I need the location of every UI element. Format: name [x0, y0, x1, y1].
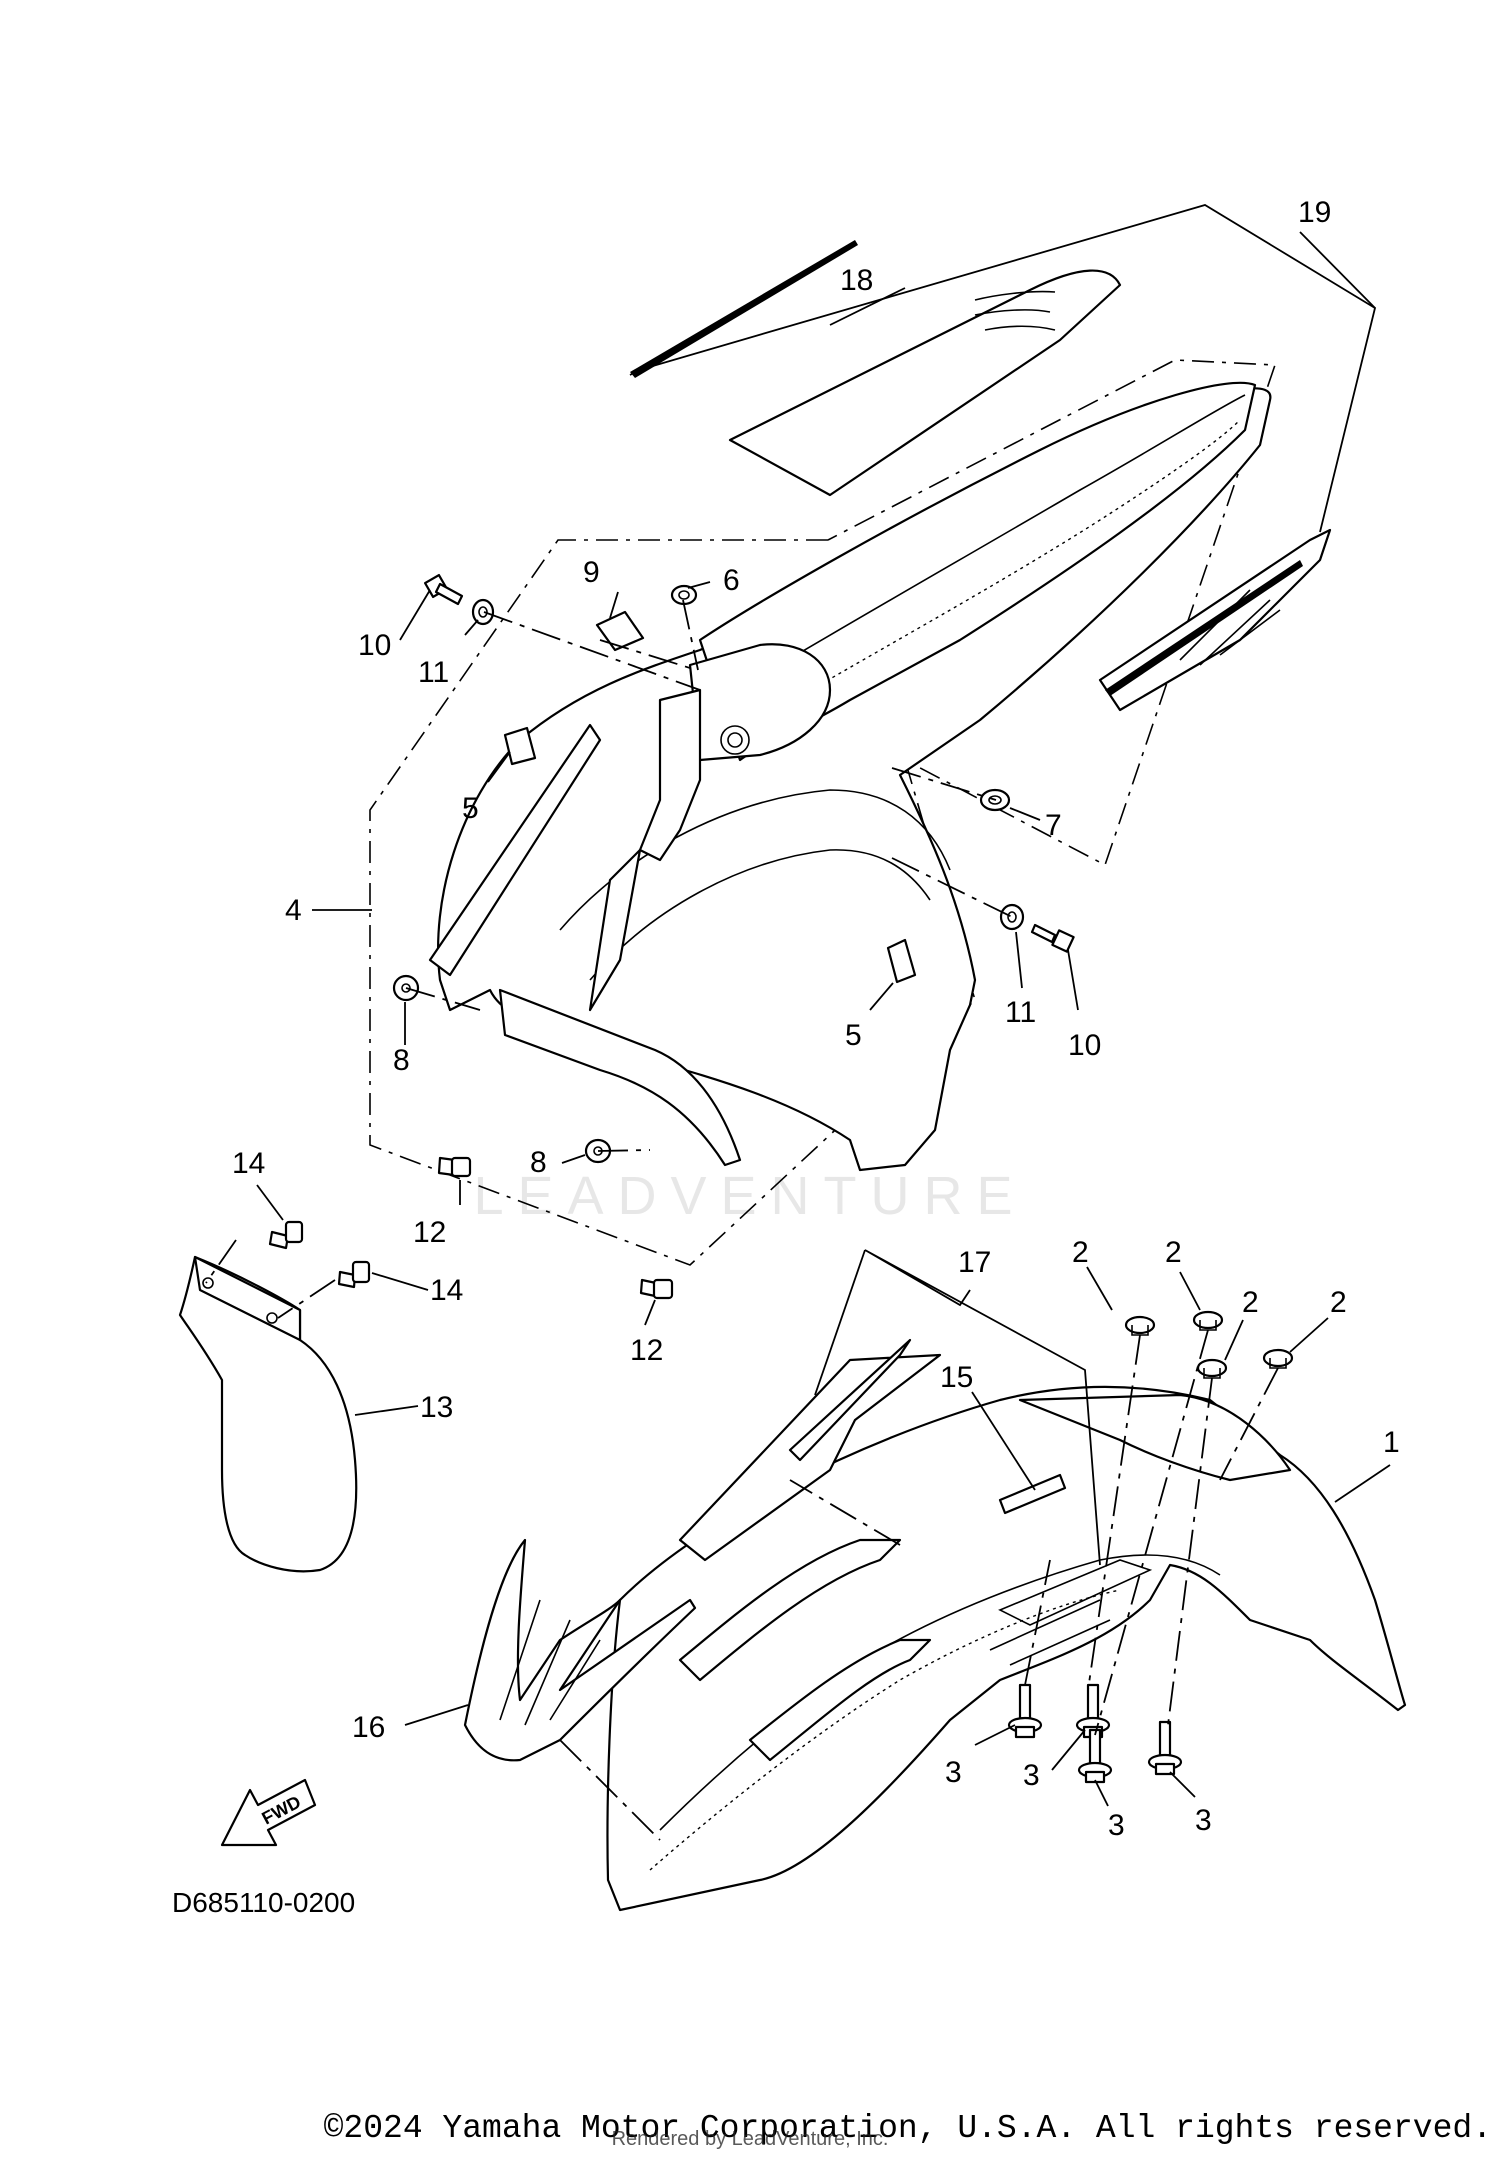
front-decal-16: [463, 1538, 697, 1762]
callout-10b: 10: [1068, 1029, 1101, 1062]
forward-direction-arrow-icon: FWD: [220, 1778, 317, 1847]
clip-5-lower-icon: [886, 938, 917, 984]
callout-11a: 11: [418, 656, 449, 689]
grommet-2-c-icon: [1196, 1358, 1228, 1379]
bolt-14-upper-icon: [268, 1220, 304, 1250]
callout-3a: 3: [945, 1756, 962, 1789]
rear-fender-side-strip: [428, 723, 602, 977]
callout-4: 4: [285, 894, 302, 927]
callout-8b: 8: [530, 1146, 547, 1179]
callout-1: 1: [1383, 1426, 1400, 1459]
seat-decal-18: [629, 240, 1122, 497]
rear-fender-bolt-hole: [720, 725, 750, 755]
grommet-2-b-icon: [1192, 1310, 1224, 1331]
mud-flap-13: [178, 1220, 371, 1573]
front-decal-17: [678, 1338, 942, 1562]
copyright-notice: ©2024 Yamaha Motor Corporation, U.S.A. A…: [323, 2110, 1492, 2147]
callout-13: 13: [420, 1391, 453, 1424]
callout-15: 15: [940, 1361, 973, 1394]
callout-3b: 3: [1023, 1759, 1040, 1792]
callout-2c: 2: [1242, 1286, 1259, 1319]
grommet-2-a-icon: [1124, 1315, 1156, 1336]
bolt-10-right-icon: [1030, 923, 1075, 953]
mud-flap-top-plate: [193, 1255, 302, 1342]
front-decal-17-panel: [788, 1338, 912, 1462]
bolt-12-right-icon: [639, 1278, 674, 1300]
clip-9-icon: [595, 610, 645, 652]
callout-12a: 12: [413, 1216, 446, 1249]
front-decal-17-shape: [678, 1353, 942, 1562]
callout-6: 6: [723, 564, 740, 597]
callout-14a: 14: [232, 1147, 265, 1180]
grommet-2-d-icon: [1262, 1348, 1294, 1369]
mud-flap-hole-left: [202, 1277, 214, 1289]
front-fender-body: [606, 1385, 1407, 1912]
leader-lines: [205, 204, 1391, 1841]
rear-fender-ridge: [719, 394, 1246, 701]
front-decal-claw-icon: [499, 1599, 601, 1726]
callout-2b: 2: [1165, 1236, 1182, 1269]
callout-2d: 2: [1330, 1286, 1347, 1319]
seat-decal-edge-2: [630, 240, 858, 378]
rear-fender-bracket: [638, 688, 702, 862]
callout-8a: 8: [393, 1044, 410, 1077]
bolt-10-upper-icon: [423, 573, 464, 606]
washer-11-right-icon: [999, 903, 1025, 931]
bolt-12-left-icon: [437, 1156, 472, 1178]
callout-10a: 10: [358, 629, 391, 662]
rear-fender-ridge-2: [759, 419, 1241, 721]
callout-11b: 11: [1005, 996, 1036, 1029]
side-decal-19: [1098, 528, 1332, 712]
clip-5-upper-icon: [503, 726, 537, 766]
callout-9: 9: [583, 556, 600, 589]
rear-fender-tail: [698, 381, 1257, 762]
callout-16: 16: [352, 1711, 385, 1744]
rear-fender-assembly: [369, 359, 1277, 1266]
front-fender-decal-15: [998, 1473, 1067, 1515]
assembly-outline-4: [369, 359, 1277, 1266]
callout-19: 19: [1298, 196, 1331, 229]
callout-2a: 2: [1072, 1236, 1089, 1269]
diagram-code: D685110-0200: [172, 1887, 355, 1918]
front-fender-rib-2: [748, 1638, 932, 1762]
callout-5a: 5: [462, 792, 479, 825]
mud-flap-hole-right: [266, 1312, 278, 1324]
front-fender-1: [606, 1385, 1407, 1912]
callout-17: 17: [958, 1246, 991, 1279]
callout-18: 18: [840, 264, 873, 297]
seat-decal-logo-icon: [974, 290, 1056, 331]
bolt-14-lower-icon: [337, 1260, 371, 1289]
front-hardware: [1007, 1310, 1294, 1784]
callout-14b: 14: [430, 1274, 463, 1307]
bolt-3-d-icon: [1147, 1720, 1183, 1776]
rendered-by-credit: Rendered by LeadVenture, Inc.: [611, 2128, 889, 2150]
rear-fender-wheel-well-2: [589, 849, 931, 981]
rear-fender-lower-flap: [498, 988, 742, 1167]
washer-11-upper-icon: [471, 598, 495, 626]
rear-fender-fin: [588, 848, 642, 1012]
front-fender-inner: [659, 1554, 1221, 1831]
side-decal-stripe: [1105, 560, 1303, 696]
callout-labels: 1 2 2 2 2 3 3 3 3 4 5 5 6 7 8 8 9 10 10 …: [232, 196, 1400, 1842]
front-fender-inner-2: [649, 1589, 1121, 1871]
callout-3c: 3: [1108, 1809, 1125, 1842]
callout-3d: 3: [1195, 1804, 1212, 1837]
front-fender-top: [1018, 1393, 1292, 1482]
front-decal-shape: [463, 1538, 697, 1762]
rear-fender-bolt-hole-inner: [727, 732, 743, 748]
front-fender-side-logo: [989, 1559, 1153, 1666]
bolt-3-c-icon: [1077, 1728, 1113, 1784]
front-fender-rib: [678, 1538, 902, 1682]
bolt-3-a-icon: [1007, 1683, 1043, 1739]
callout-5b: 5: [845, 1019, 862, 1052]
callout-12b: 12: [630, 1334, 663, 1367]
callout-7: 7: [1045, 809, 1062, 842]
